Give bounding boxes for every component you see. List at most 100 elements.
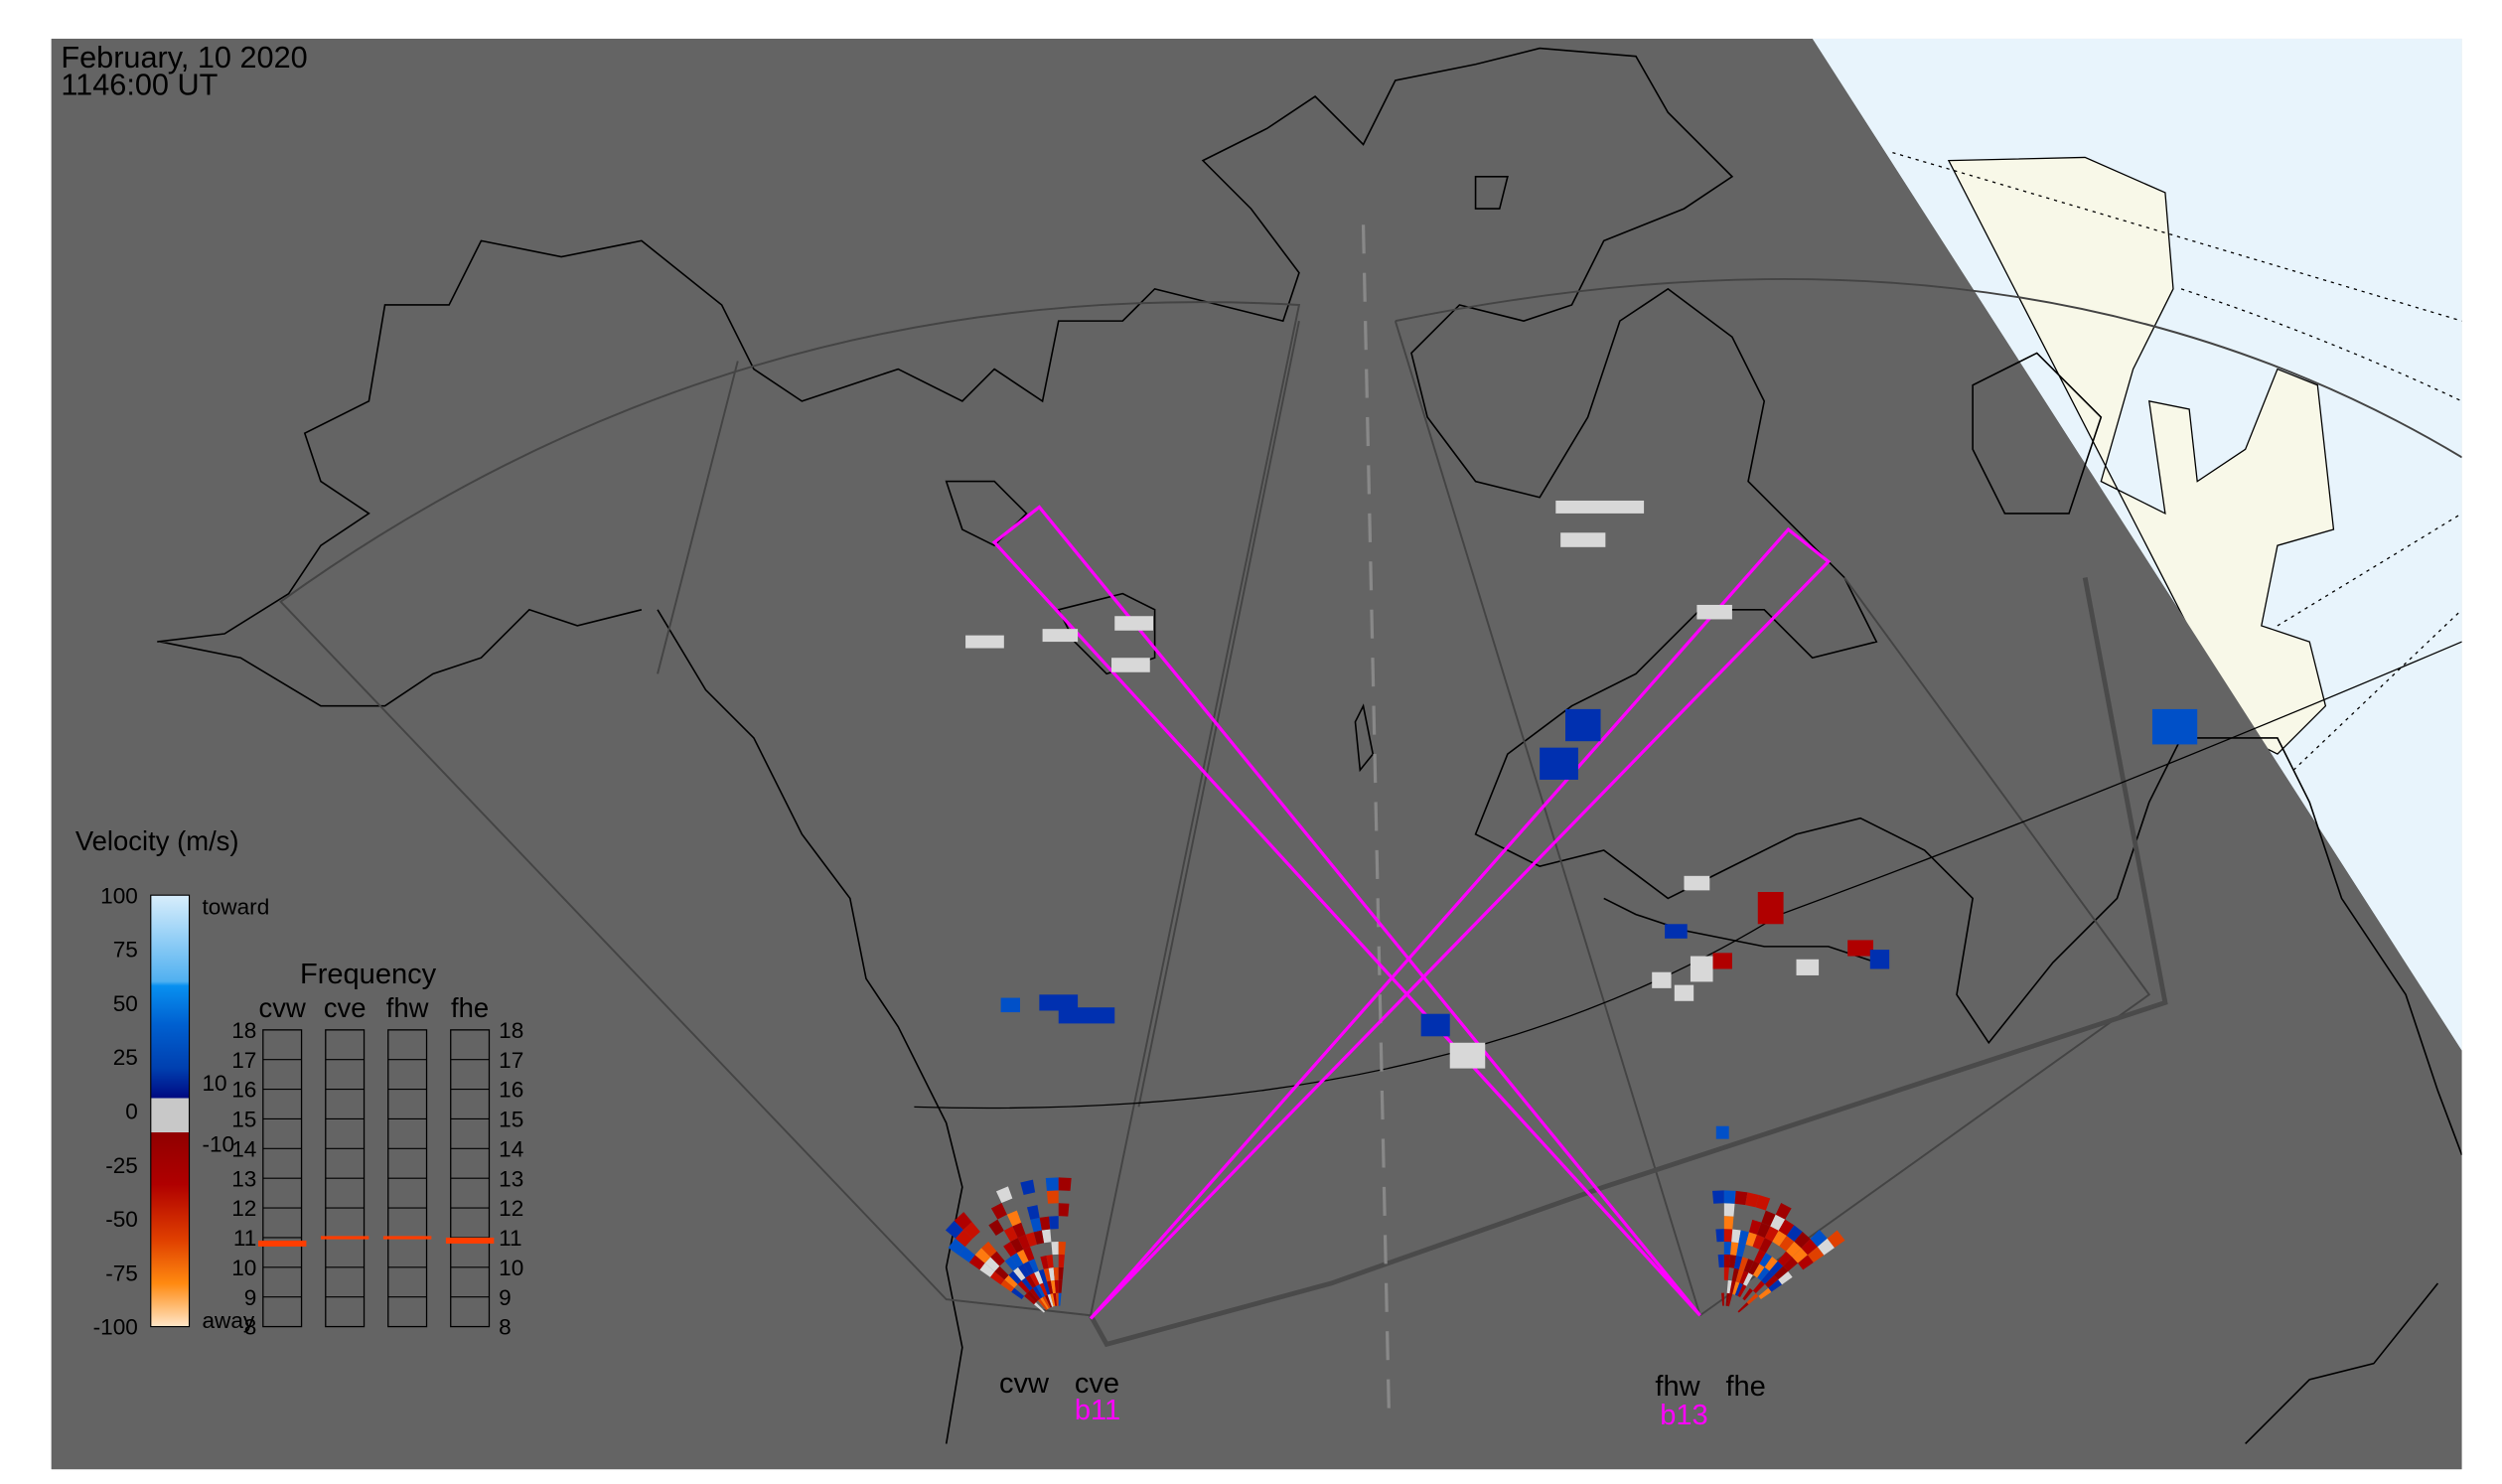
echo-cell [1764, 1274, 1779, 1288]
echo-patch [1757, 891, 1784, 925]
echo-cell [1786, 1241, 1802, 1258]
echo-cell [1029, 1287, 1041, 1301]
freq-tick-left: 13 [231, 1166, 256, 1191]
freq-tick-left: 8 [244, 1315, 257, 1340]
echo-patch [1114, 616, 1154, 631]
radar-label-cvw: cvw [999, 1368, 1050, 1400]
echo-cell [1752, 1280, 1765, 1293]
echo-cell [1016, 1249, 1029, 1264]
velocity-legend-title: Velocity (m/s) [75, 825, 239, 856]
colorbar-tick-10: 10 [202, 1071, 226, 1096]
colorbar-tick-label: 25 [113, 1045, 138, 1070]
echo-cell [1021, 1277, 1033, 1291]
beam-label-b13: b13 [1660, 1400, 1707, 1431]
echo-cell [1055, 1292, 1059, 1306]
echo-cell [1004, 1257, 1018, 1271]
freq-tick-right: 8 [499, 1315, 512, 1340]
echo-cell [1048, 1267, 1055, 1281]
echo-cell [1732, 1281, 1740, 1295]
echo-patch [1665, 924, 1688, 939]
echo-cell [1756, 1222, 1771, 1239]
freq-column-label-cvw: cvw [259, 992, 306, 1023]
echo-cell [1737, 1302, 1749, 1313]
colorbar-tick-label: 0 [125, 1099, 138, 1123]
echo-cell [995, 1186, 1013, 1204]
away-label: away [202, 1308, 254, 1333]
echo-patch [1674, 984, 1694, 1001]
echo-cell [1801, 1239, 1818, 1256]
echo-cell [1737, 1283, 1747, 1297]
echo-cell [1712, 1190, 1724, 1204]
echo-cell [945, 1220, 963, 1239]
echo-cell [1748, 1261, 1760, 1275]
echo-cell [1715, 1229, 1724, 1243]
echo-cell [1758, 1287, 1772, 1300]
toward-label: toward [202, 895, 269, 920]
echo-cell [1053, 1292, 1058, 1306]
echo-cell [1054, 1279, 1059, 1293]
echo-cell [1792, 1248, 1808, 1263]
fov-cvw-cve [279, 301, 1301, 1317]
echo-cell [1010, 1253, 1024, 1267]
echo-cell [1012, 1222, 1026, 1239]
echo-patch [965, 635, 1004, 649]
echo-cell [1026, 1205, 1040, 1220]
echo-cell [1029, 1272, 1040, 1286]
colorbar-tick-label: -50 [105, 1207, 138, 1232]
echo-cell [1008, 1270, 1022, 1284]
echo-patch [1111, 658, 1150, 672]
echo-cell [1050, 1279, 1056, 1294]
echo-cell [1030, 1217, 1042, 1233]
echo-cell [1058, 1241, 1067, 1256]
echo-patch [2151, 708, 2198, 745]
echo-cell [1004, 1274, 1018, 1288]
echo-cell [1025, 1274, 1037, 1288]
colorbar-tick-label: -25 [105, 1153, 138, 1178]
echo-cell [1769, 1261, 1784, 1275]
echo-cell [1013, 1266, 1026, 1281]
frequency-title: Frequency [300, 959, 437, 990]
echo-cell [1058, 1254, 1065, 1268]
echo-cell [1032, 1285, 1043, 1299]
echo-cell [1752, 1263, 1765, 1278]
echo-cell [1772, 1230, 1787, 1247]
echo-cell [1017, 1234, 1031, 1250]
freq-marker-cvw [257, 1240, 307, 1247]
echo-cell [1731, 1229, 1741, 1244]
latitude-line-dotted [1892, 151, 2462, 771]
echo-cell [1041, 1229, 1052, 1244]
echo-cell [1817, 1238, 1835, 1256]
echo-cell [1723, 1216, 1734, 1230]
echo-cell [1794, 1231, 1811, 1249]
echo-cell [1757, 1266, 1770, 1281]
echo-cell [968, 1255, 985, 1270]
echo-cell [1786, 1225, 1803, 1242]
freq-tick-right: 10 [499, 1256, 523, 1280]
echo-cell [1738, 1257, 1749, 1271]
echo-cell [1734, 1282, 1743, 1296]
echo-cell [1039, 1282, 1048, 1296]
echo-cell [1026, 1290, 1038, 1303]
colorbar-tick-label: 75 [113, 938, 138, 963]
freq-tick-left: 12 [231, 1196, 256, 1221]
echo-cell [994, 1265, 1009, 1280]
echo-cell [1731, 1267, 1739, 1282]
echo-cell [954, 1212, 972, 1231]
echo-cell [1727, 1293, 1733, 1307]
echo-patch [1715, 1125, 1729, 1139]
colorbar-tick-minus10: -10 [202, 1132, 234, 1157]
echo-cell [990, 1203, 1007, 1220]
freq-tick-left: 15 [231, 1108, 256, 1132]
freq-tick-right: 9 [499, 1285, 512, 1310]
echo-patch [1690, 956, 1713, 982]
echo-cell [1058, 1292, 1062, 1306]
echo-cell [1053, 1266, 1059, 1280]
echo-cell [988, 1219, 1004, 1237]
echo-cell [979, 1262, 995, 1277]
echo-patch [1564, 708, 1601, 742]
echo-cell [1010, 1238, 1024, 1254]
echo-cell [948, 1238, 965, 1256]
radar-label-fhe: fhe [1725, 1371, 1765, 1403]
